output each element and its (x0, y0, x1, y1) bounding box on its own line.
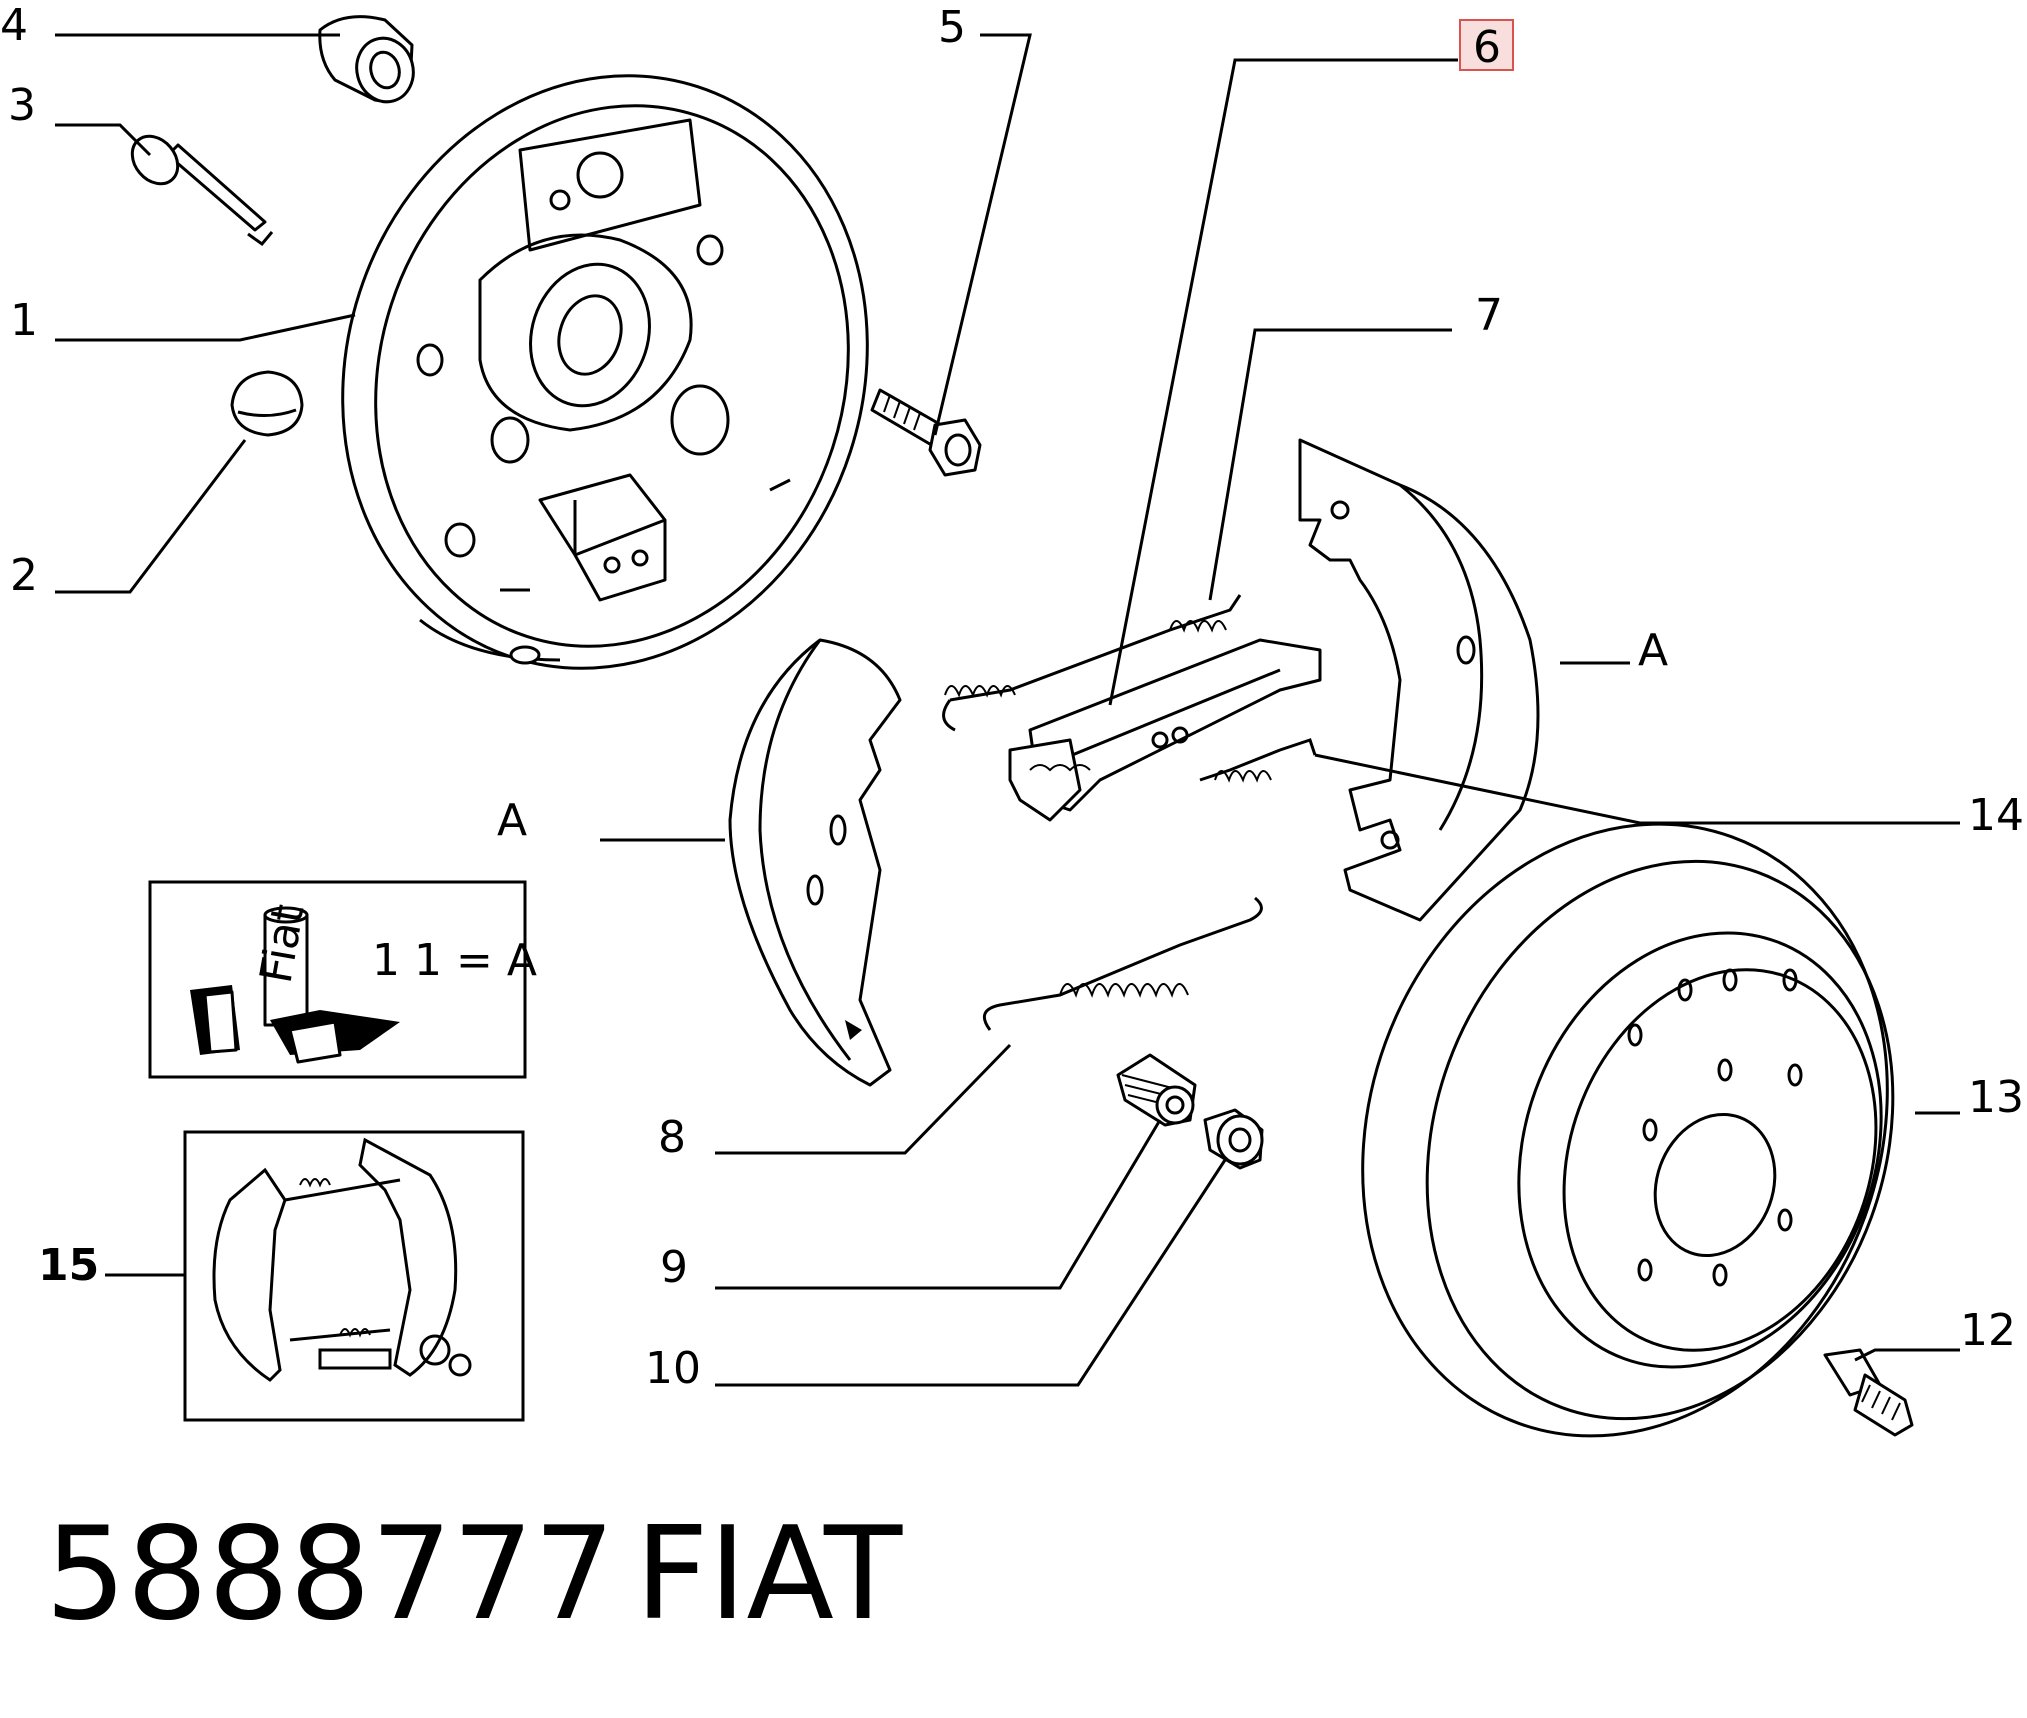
inset-kit-box: Fiat 1 1 = A (148, 880, 537, 1079)
callout-2: 2 (10, 550, 38, 601)
callout-13: 13 (1968, 1072, 2024, 1123)
callout-3: 3 (8, 80, 36, 131)
part-brake-shoe-left (728, 638, 902, 1087)
callout-a-left: A (497, 795, 527, 846)
part-brake-drum (1361, 822, 1895, 1438)
callout-14: 14 (1968, 790, 2024, 841)
part-wheel-stud (1823, 1348, 1914, 1437)
leader-8 (715, 1043, 1012, 1155)
part-pin (130, 134, 274, 247)
part-plug (230, 370, 304, 437)
part-return-spring-upper (942, 594, 1242, 732)
callout-10: 10 (645, 1343, 701, 1394)
callout-5: 5 (938, 2, 966, 53)
callout-8: 8 (658, 1112, 686, 1163)
callout-15: 15 (38, 1240, 99, 1291)
part-adjuster-strut (1008, 638, 1322, 822)
leader-10 (715, 1159, 1227, 1387)
part-hold-down-spring (1116, 1053, 1197, 1127)
leader-5 (933, 33, 1032, 436)
callout-12: 12 (1960, 1305, 2016, 1356)
leader-1 (55, 313, 356, 342)
callout-labels: 4 3 1 2 5 6 7 A A 14 8 9 10 13 12 15 (0, 0, 2024, 1394)
callout-6-highlight (1459, 19, 1514, 71)
footer: 5888777 FIAT (45, 1500, 903, 1649)
part-bushing (318, 15, 415, 104)
callout-4: 4 (0, 0, 28, 51)
leader-14 (1314, 753, 1960, 825)
part-bolt (870, 388, 982, 477)
brand-name: FIAT (635, 1500, 903, 1649)
part-spring-small (1199, 738, 1317, 783)
leader-3 (55, 123, 152, 157)
inset-assembly-box (183, 1130, 525, 1422)
leader-7 (1208, 328, 1452, 601)
callout-7: 7 (1475, 290, 1503, 341)
part-number: 5888777 (45, 1500, 615, 1649)
leader-12 (1854, 1348, 1960, 1362)
part-return-spring-lower (982, 896, 1263, 1031)
leader-lines (55, 33, 1960, 1387)
callout-1: 1 (10, 295, 38, 346)
leader-6 (1108, 58, 1458, 706)
part-brake-shoe-right (1298, 438, 1540, 922)
leader-2 (55, 439, 247, 594)
part-backing-plate (341, 74, 869, 670)
callout-6: 6 (1473, 22, 1501, 73)
inset-kit-equation: 1 1 = A (372, 935, 537, 986)
leader-9 (715, 1119, 1162, 1290)
part-spring-cup (1203, 1108, 1264, 1170)
callout-9: 9 (660, 1242, 688, 1293)
callout-a-right: A (1638, 625, 1668, 676)
